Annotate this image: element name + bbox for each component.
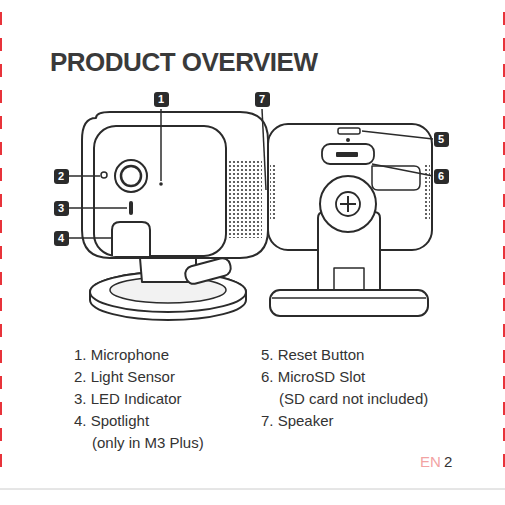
crop-mark (0, 194, 2, 207)
crop-mark (0, 64, 2, 77)
callout-number: 6 (434, 169, 449, 184)
callout-number: 5 (434, 132, 449, 147)
callout-number: 3 (54, 201, 69, 216)
crop-mark (503, 298, 505, 311)
crop-mark (0, 220, 2, 233)
callout-number: 1 (154, 92, 169, 107)
crop-mark (0, 428, 2, 441)
crop-mark (0, 12, 2, 25)
camera-back (268, 124, 432, 316)
crop-mark (503, 38, 505, 51)
page-title: PRODUCT OVERVIEW (50, 47, 317, 78)
crop-mark (503, 220, 505, 233)
crop-mark (0, 246, 2, 259)
callout-number: 4 (54, 231, 69, 246)
leader-lines (68, 109, 433, 238)
crop-mark (0, 272, 2, 285)
crop-mark (0, 142, 2, 155)
part-list-item: 7. Speaker (261, 412, 334, 429)
part-list-item: 3. LED Indicator (74, 390, 182, 407)
callout-number: 2 (54, 169, 69, 184)
crop-mark (0, 38, 2, 51)
page-rule (0, 489, 505, 490)
crop-mark (503, 168, 505, 181)
crop-mark (503, 272, 505, 285)
crop-mark (503, 116, 505, 129)
crop-mark (503, 428, 505, 441)
callout-number: 7 (255, 92, 270, 107)
part-list-item: (only in M3 Plus) (92, 434, 204, 451)
crop-mark (0, 350, 2, 363)
crop-mark (503, 246, 505, 259)
part-list-item: 4. Spotlight (74, 412, 149, 429)
camera-front (82, 112, 268, 320)
crop-mark (0, 168, 2, 181)
crop-mark (0, 376, 2, 389)
crop-mark (503, 142, 505, 155)
crop-mark (503, 194, 505, 207)
crop-mark (0, 116, 2, 129)
crop-mark (503, 64, 505, 77)
part-list-item: 6. MicroSD Slot (261, 368, 365, 385)
crop-mark (0, 90, 2, 103)
crop-mark (0, 298, 2, 311)
crop-mark (503, 350, 505, 363)
crop-mark (503, 454, 505, 467)
crop-mark (503, 324, 505, 337)
part-list-item: (SD card not included) (279, 390, 428, 407)
part-list-item: 1. Microphone (74, 346, 169, 363)
part-list-item: 5. Reset Button (261, 346, 364, 363)
crop-mark (503, 376, 505, 389)
crop-mark (503, 12, 505, 25)
language-tag: EN (420, 453, 441, 470)
crop-mark (0, 402, 2, 415)
crop-mark (503, 90, 505, 103)
crop-marks (1, 12, 504, 467)
page-number: 2 (444, 453, 452, 470)
crop-mark (0, 324, 2, 337)
crop-mark (503, 402, 505, 415)
part-list-item: 2. Light Sensor (74, 368, 175, 385)
crop-mark (0, 454, 2, 467)
